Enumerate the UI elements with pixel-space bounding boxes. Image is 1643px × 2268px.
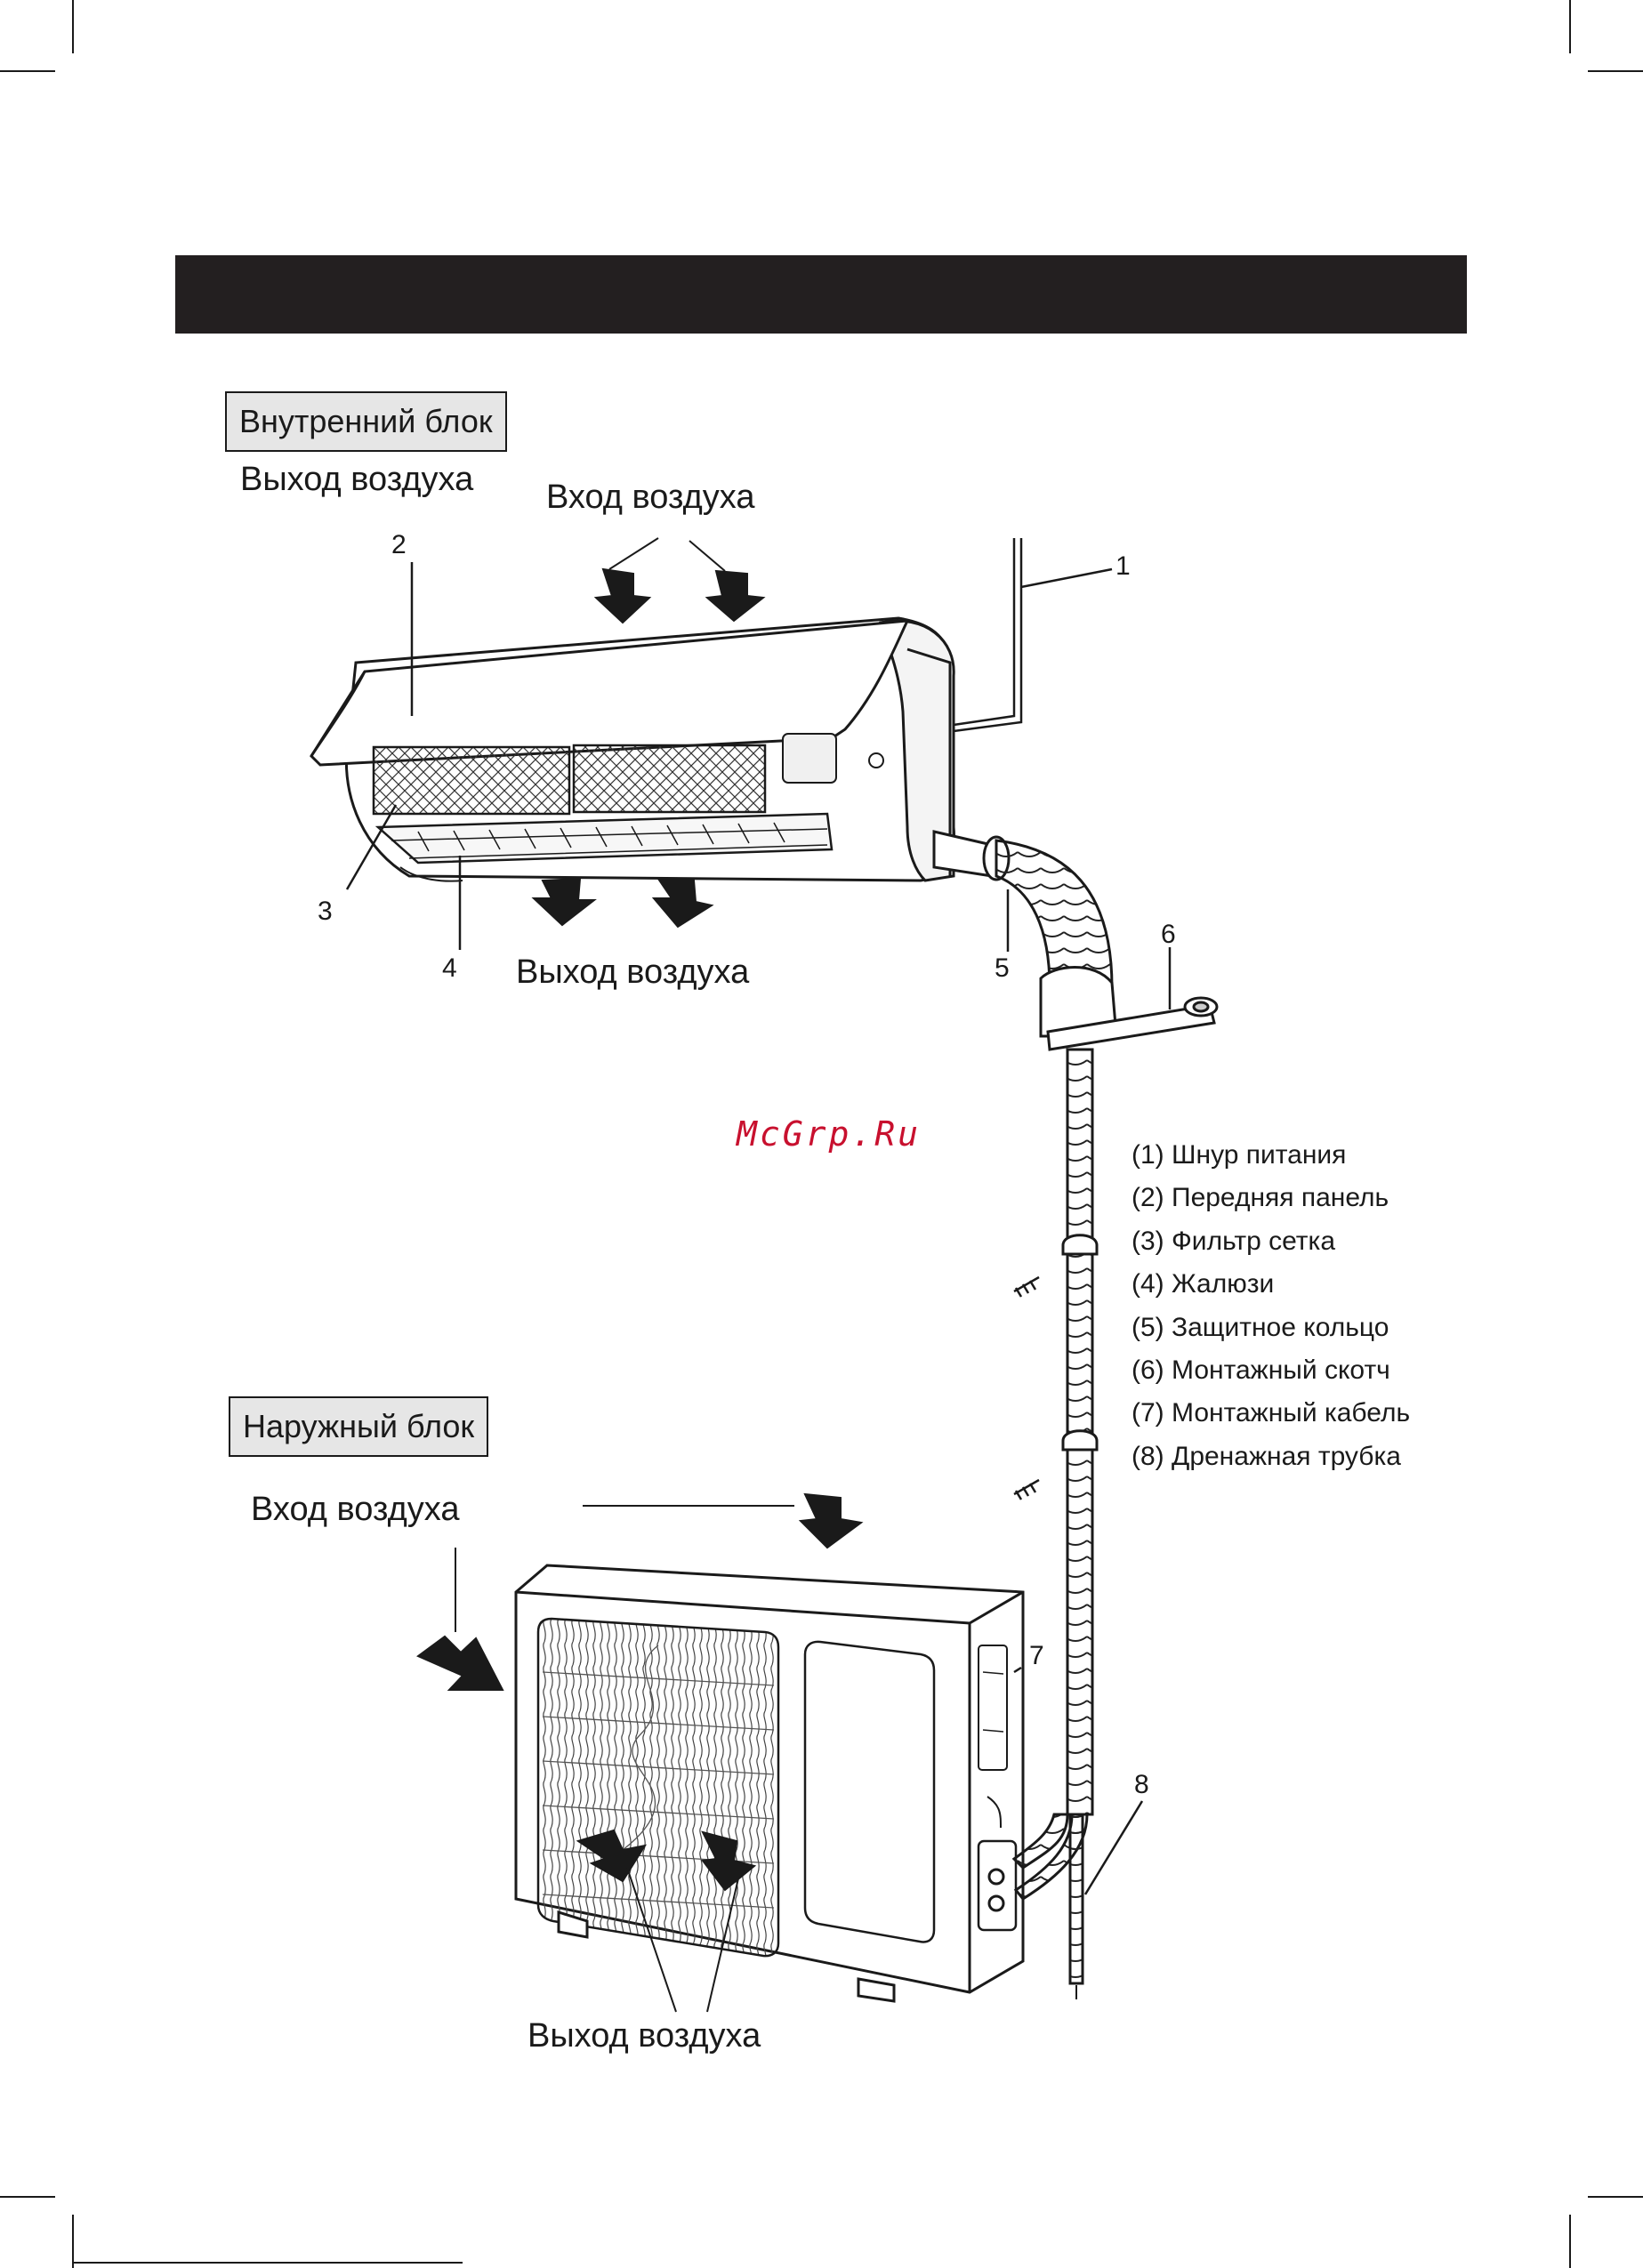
vertical-pipe xyxy=(1063,1050,1097,1814)
outdoor-piping xyxy=(1014,1814,1087,1983)
outdoor-unit xyxy=(516,1565,1023,2001)
wall-screws xyxy=(1014,1277,1039,1500)
indoor-unit xyxy=(311,618,954,881)
indoor-piping xyxy=(934,832,1217,1050)
